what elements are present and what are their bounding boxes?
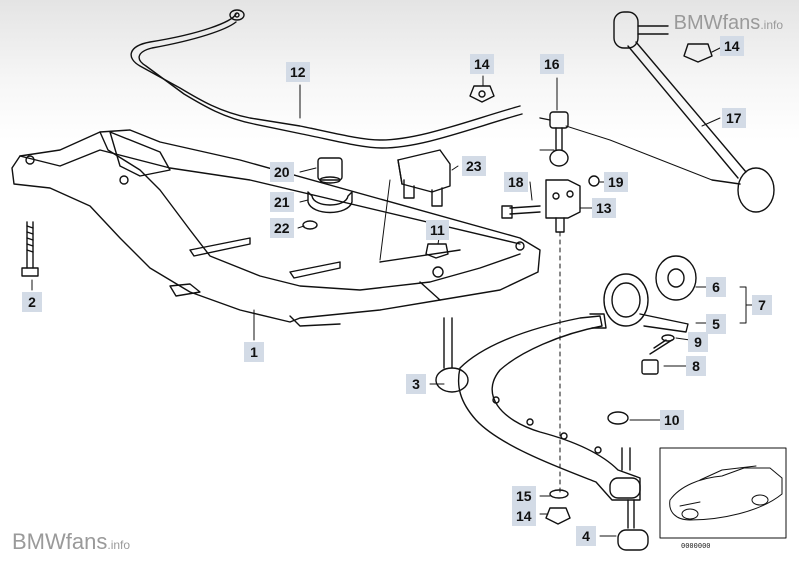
callout-12: 12 bbox=[286, 62, 310, 82]
callout-14-top: 14 bbox=[470, 54, 494, 74]
callout-14-bottom: 14 bbox=[512, 506, 536, 526]
callout-5: 5 bbox=[706, 314, 726, 334]
bracket-13 bbox=[545, 179, 581, 233]
nut-14-top bbox=[469, 85, 495, 103]
callout-10: 10 bbox=[660, 410, 684, 430]
bracket-23 bbox=[397, 149, 451, 207]
callout-13: 13 bbox=[592, 198, 616, 218]
washer-9 bbox=[661, 334, 675, 342]
watermark-bottom-brand: BMWfans bbox=[12, 529, 108, 554]
callout-2: 2 bbox=[22, 292, 42, 312]
callout-18: 18 bbox=[504, 172, 528, 192]
callout-20: 20 bbox=[270, 162, 294, 182]
callout-1: 1 bbox=[244, 342, 264, 362]
bolt-8 bbox=[641, 339, 673, 375]
watermark-top-suffix: .info bbox=[760, 18, 783, 32]
bushing-20 bbox=[317, 157, 343, 184]
callout-16: 16 bbox=[540, 54, 564, 74]
washer-10 bbox=[607, 411, 629, 425]
callout-4: 4 bbox=[576, 526, 596, 546]
control-arm bbox=[457, 313, 641, 501]
callout-15: 15 bbox=[512, 486, 536, 506]
vehicle-inset bbox=[659, 447, 787, 539]
washer-15 bbox=[549, 489, 569, 499]
callout-9: 9 bbox=[688, 332, 708, 352]
rubber-mount-6 bbox=[655, 255, 697, 301]
nut-22 bbox=[302, 220, 318, 230]
stabilizer-link-17 bbox=[613, 11, 775, 213]
bracket-5 bbox=[603, 273, 689, 333]
inset-code: 0000000 bbox=[681, 542, 711, 550]
bolt-18 bbox=[501, 205, 541, 219]
callout-21: 21 bbox=[270, 192, 294, 212]
callout-8: 8 bbox=[686, 356, 706, 376]
callout-23: 23 bbox=[462, 156, 486, 176]
leader-lines bbox=[31, 47, 753, 537]
callout-6: 6 bbox=[706, 277, 726, 297]
nut-19 bbox=[588, 175, 600, 187]
bracket-21 bbox=[307, 191, 353, 214]
callout-17: 17 bbox=[722, 108, 746, 128]
pin-3 bbox=[435, 317, 469, 393]
stabilizer-bar bbox=[130, 9, 523, 149]
callout-7: 7 bbox=[752, 295, 772, 315]
callout-3: 3 bbox=[406, 374, 426, 394]
stabilizer-link-16 bbox=[539, 111, 569, 167]
watermark-bottom-suffix: .info bbox=[107, 538, 131, 552]
nut-14-right bbox=[683, 43, 713, 63]
watermark-top-brand: BMWfans bbox=[673, 12, 761, 34]
callout-19: 19 bbox=[604, 172, 628, 192]
callout-22: 22 bbox=[270, 218, 294, 238]
nut-11 bbox=[425, 243, 449, 259]
watermark-top: BMWfans.info bbox=[674, 12, 783, 35]
bolt-2 bbox=[21, 221, 39, 277]
callout-11: 11 bbox=[426, 220, 449, 240]
nut-14-bottom bbox=[545, 507, 571, 525]
watermark-bottom: BMWfans.info bbox=[12, 529, 130, 555]
callout-14-right: 14 bbox=[720, 36, 744, 56]
ball-joint-4 bbox=[609, 447, 649, 551]
